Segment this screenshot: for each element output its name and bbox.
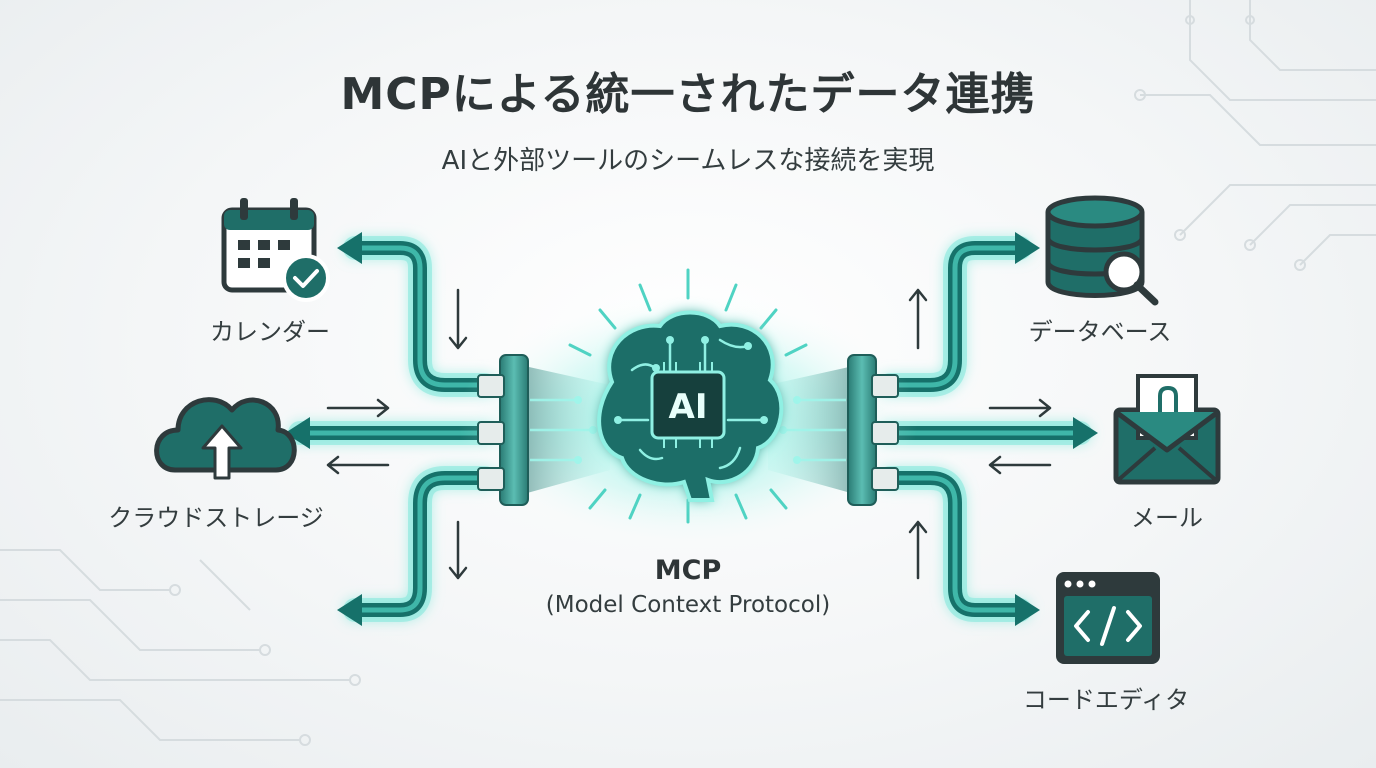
code-editor-icon (1056, 572, 1160, 664)
database-label: データベース (1028, 318, 1172, 346)
ai-chip: AI (650, 362, 726, 448)
left-pipes (288, 236, 497, 622)
right-pipes (878, 236, 1092, 622)
circuit-background-decoration (0, 0, 1376, 746)
flow-direction-arrows (326, 288, 1052, 580)
code-editor-label: コードエディタ (1022, 686, 1190, 714)
page-title: MCPによる統一されたデータ連携 (340, 69, 1036, 120)
left-pipe-arrowheads (285, 232, 362, 626)
cloud-upload-icon (154, 397, 297, 480)
ai-chip-label: AI (669, 387, 708, 427)
mcp-name: MCP (654, 555, 722, 586)
mcp-full-name: (Model Context Protocol) (545, 592, 831, 618)
cloud-storage-label: クラウドストレージ (108, 504, 324, 532)
mail-label: メール (1131, 504, 1203, 532)
database-search-icon (1045, 195, 1159, 306)
right-pipe-arrowheads (1015, 232, 1098, 626)
mcp-hub: AI (458, 268, 918, 550)
page-subtitle: AIと外部ツールのシームレスな接続を実現 (441, 146, 935, 176)
calendar-check-icon (221, 198, 330, 302)
calendar-label: カレンダー (210, 318, 330, 346)
right-connector-block (847, 354, 899, 506)
mail-attachment-icon (1113, 374, 1221, 485)
left-connector-block (477, 354, 529, 506)
